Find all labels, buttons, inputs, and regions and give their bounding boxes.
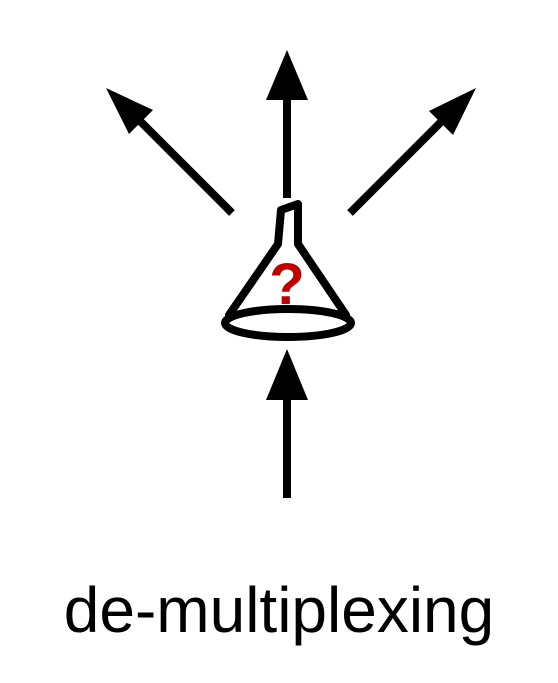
flask-base <box>221 305 355 341</box>
output-arrow-up-right-shaft <box>347 114 449 216</box>
output-arrow-up-right-icon <box>347 88 476 216</box>
output-arrow-up-head <box>266 50 308 100</box>
flask-icon: ? <box>221 200 355 341</box>
flask-question-mark: ? <box>269 252 304 317</box>
diagram-caption: de-multiplexing <box>63 574 495 646</box>
output-arrow-up-left-shaft <box>132 113 235 216</box>
input-arrow-icon <box>266 349 308 498</box>
output-arrow-up-left-head <box>106 88 153 134</box>
input-arrow-head <box>266 349 308 400</box>
output-arrow-up-icon <box>266 50 308 198</box>
output-arrow-up-left-icon <box>106 88 235 216</box>
output-arrow-up-right-head <box>429 88 476 135</box>
